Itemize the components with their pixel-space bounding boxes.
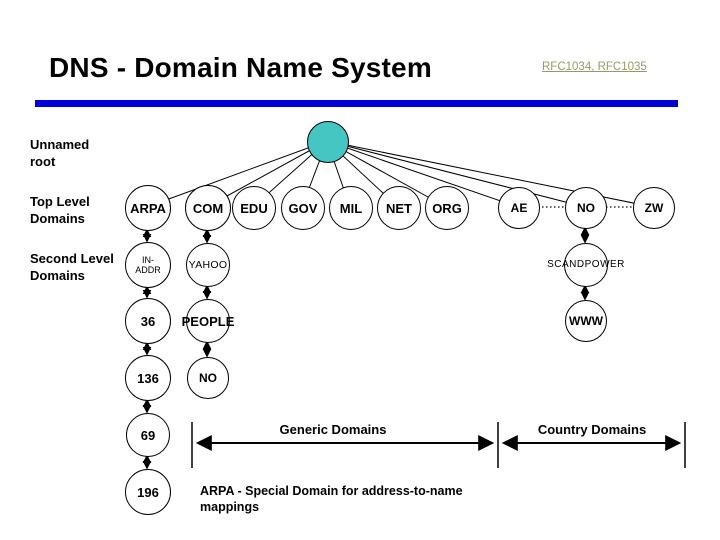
node-net: NET (377, 186, 421, 230)
node-www: WWW (565, 300, 607, 342)
chain-connector-arrows (142, 226, 590, 470)
node-136: 136 (125, 355, 171, 401)
node-no: NO (565, 187, 607, 229)
node-gov: GOV (281, 186, 325, 230)
label-top-level-domains: Top Level Domains (30, 194, 90, 226)
divider-bar (35, 100, 678, 107)
node-com: COM (185, 185, 231, 231)
page-title: DNS - Domain Name System (49, 52, 432, 83)
label-second-level-domains: Second Level Domains (30, 251, 114, 283)
arpa-note: ARPA - Special Domain for address-to-nam… (200, 484, 463, 514)
node-no-second-level: NO (187, 357, 229, 399)
node-edu: EDU (232, 186, 276, 230)
range-divider-bars (191, 422, 686, 468)
node-yahoo: YAHOO (186, 243, 230, 287)
country-domains-label: Country Domains (537, 422, 647, 437)
node-org: ORG (425, 186, 469, 230)
node-36: 36 (125, 298, 171, 344)
generic-domains-label: Generic Domains (279, 422, 387, 437)
root-node (307, 121, 349, 163)
node-69: 69 (126, 413, 170, 457)
node-arpa: ARPA (125, 185, 171, 231)
node-in-addr: IN-ADDR (125, 242, 171, 288)
node-mil: MIL (329, 186, 373, 230)
node-196: 196 (125, 469, 171, 515)
node-people: PEOPLE (182, 299, 234, 343)
node-zw: ZW (633, 187, 675, 229)
node-scandpower: SCANDPOWER (547, 243, 624, 287)
node-ae: AE (498, 187, 540, 229)
rfc-link[interactable]: RFC1034, RFC1035 (542, 61, 647, 73)
label-unnamed-root: Unnamed root (30, 137, 90, 169)
